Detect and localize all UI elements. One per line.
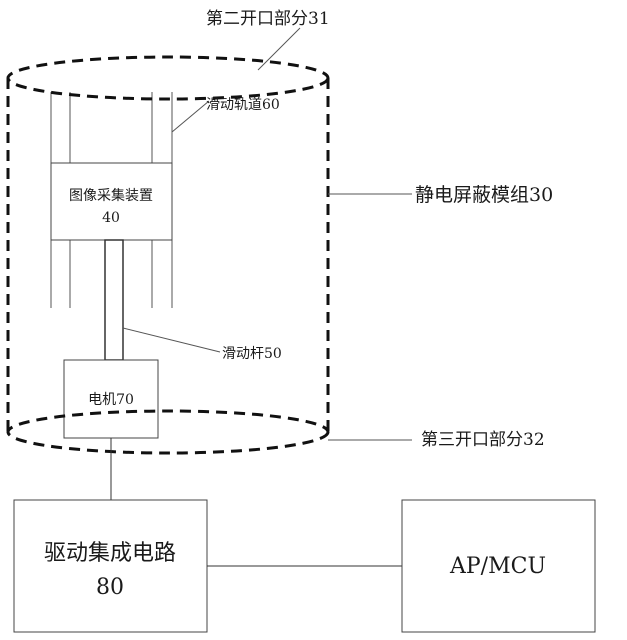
camera-label-line1: 图像采集装置	[69, 187, 153, 204]
leader-slide-rail	[171, 100, 210, 133]
slide-rod	[104, 239, 124, 361]
opening-top-ellipse	[6, 55, 330, 101]
camera-box	[50, 162, 173, 241]
slide-rail-label: 滑动轨道60	[206, 96, 280, 113]
leader-opening-top	[257, 27, 301, 71]
camera-label-line2: 40	[102, 210, 120, 226]
shield-cylinder	[6, 55, 330, 455]
leader-slide-rod	[122, 327, 221, 353]
shield-label: 静电屏蔽模组30	[415, 184, 553, 206]
processor-box	[401, 499, 596, 633]
driver-label-line1: 驱动集成电路	[44, 541, 176, 566]
slide-rod-label: 滑动杆50	[222, 345, 282, 362]
processor-label: AP/MCU	[449, 554, 546, 579]
motor-label: 电机70	[88, 392, 134, 408]
opening-top-label: 第二开口部分31	[206, 9, 330, 29]
driver-box	[13, 499, 208, 633]
opening-bottom-ellipse	[6, 409, 330, 455]
opening-bottom-label: 第三开口部分32	[421, 430, 545, 450]
driver-label-line2: 80	[96, 575, 124, 600]
